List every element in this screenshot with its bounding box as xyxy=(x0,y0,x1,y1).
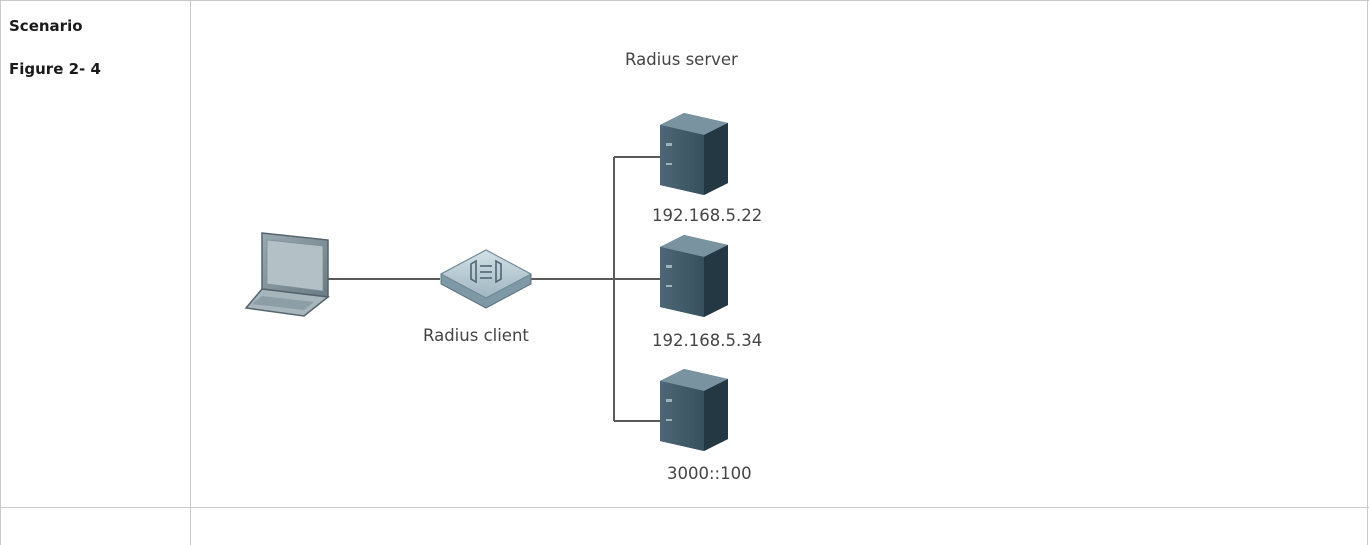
server-1-address: 192.168.5.22 xyxy=(652,206,762,225)
table-border-left xyxy=(0,0,1,545)
server-2-address: 192.168.5.34 xyxy=(652,331,762,350)
scenario-label: Scenario xyxy=(9,17,83,35)
laptop-icon xyxy=(244,232,330,317)
server-3-address: 3000::100 xyxy=(667,464,752,483)
server-icon-2 xyxy=(660,235,728,317)
table-border-top xyxy=(0,0,1369,1)
connection-lines xyxy=(328,156,663,422)
table-row-divider xyxy=(0,507,1369,508)
server-icon-3 xyxy=(660,369,728,451)
server-icon-1 xyxy=(660,113,728,195)
radius-client-label: Radius client xyxy=(423,326,529,345)
table-column-divider xyxy=(190,0,191,545)
figure-label: Figure 2- 4 xyxy=(9,60,101,78)
switch-icon xyxy=(439,249,533,309)
table-border-right xyxy=(1367,0,1368,545)
radius-server-label: Radius server xyxy=(625,50,738,69)
